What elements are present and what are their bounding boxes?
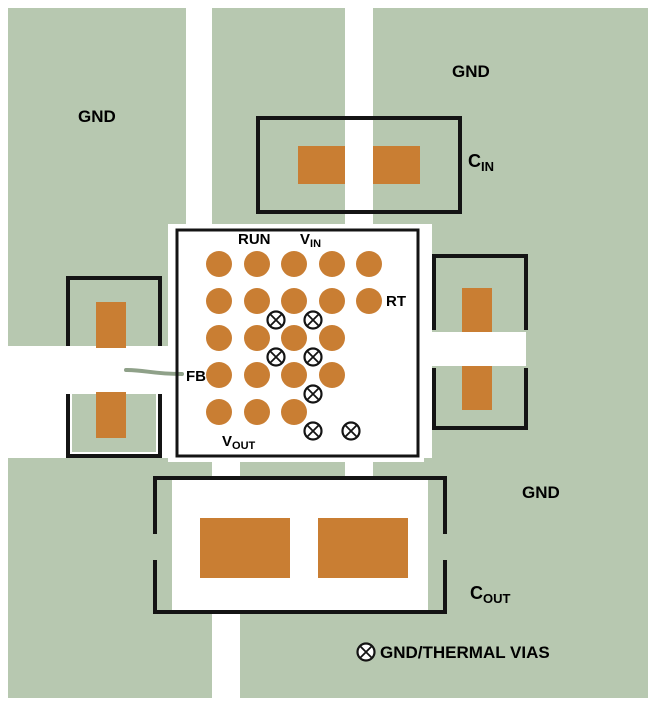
right-horizontal-channel: [416, 332, 526, 366]
gnd-via-icon: [303, 347, 323, 367]
ic-pad: [206, 399, 232, 425]
cout-outline-bottom: [153, 560, 447, 614]
left-component-outline-top: [66, 276, 162, 346]
legend-text: GND/THERMAL VIAS: [380, 643, 550, 662]
ic-pad: [244, 362, 270, 388]
copper-pads: [96, 146, 492, 578]
fb-trace: [124, 368, 184, 376]
ic-pad: [206, 251, 232, 277]
ic-pad: [244, 251, 270, 277]
gnd-pour-top-left: [8, 8, 186, 346]
gnd-via-icon: [303, 384, 323, 404]
ic-pad: [281, 325, 307, 351]
cin-label: CIN: [468, 151, 494, 174]
gnd-label-right: GND: [522, 483, 560, 502]
left-component-pad-bottom: [96, 392, 126, 438]
cin-pad-right: [373, 146, 420, 184]
ic-pad: [356, 251, 382, 277]
gnd-via-icon: [303, 310, 323, 330]
ic-outline: [175, 228, 420, 458]
gnd-via-icon: [266, 347, 286, 367]
bottom-vertical-channel: [212, 610, 240, 698]
cout-pad-left: [200, 518, 290, 578]
ic-pad-grid: [206, 251, 382, 425]
ic-pad: [244, 325, 270, 351]
ic-pad: [206, 325, 232, 351]
ic-pad: [319, 288, 345, 314]
cout-label: COUT: [470, 583, 511, 606]
gnd-via-icon: [303, 421, 323, 441]
gnd-via-icon: [266, 310, 286, 330]
ic-pad: [281, 288, 307, 314]
vout-pin-label: VOUT: [222, 433, 256, 452]
left-component-pad-top: [96, 302, 126, 348]
cin-outline: [256, 116, 462, 214]
ic-pad: [319, 325, 345, 351]
rt-pin-label: RT: [386, 293, 406, 310]
run-pin-label: RUN: [238, 231, 271, 248]
component-outlines: [66, 116, 528, 614]
legend: GND/THERMAL VIAS: [356, 642, 550, 662]
ic-pad: [281, 362, 307, 388]
cout-pad-right: [318, 518, 408, 578]
ic-pad: [244, 288, 270, 314]
right-component-pad-bottom: [462, 366, 492, 410]
gnd-label-top-right: GND: [452, 62, 490, 81]
right-component-outline-top: [432, 254, 528, 330]
gnd-via-icon: [341, 421, 361, 441]
right-component-pad-top: [462, 288, 492, 332]
ic-pad: [356, 288, 382, 314]
labels: GND GND GND CIN COUT RUN VIN RT FB VOUT: [78, 62, 560, 606]
ic-pad: [319, 362, 345, 388]
cin-pad-left: [298, 146, 345, 184]
vin-pin-label: VIN: [300, 231, 321, 250]
ic-pad: [281, 399, 307, 425]
fb-pin-label: FB: [186, 368, 206, 385]
ic-pad: [206, 288, 232, 314]
ic-pad: [319, 251, 345, 277]
left-component-outline-bottom: [66, 394, 162, 458]
gnd-via-legend-icon: [356, 642, 376, 662]
ic-pad: [206, 362, 232, 388]
right-component-outline-bottom: [432, 368, 528, 430]
ic-pad: [244, 399, 270, 425]
gnd-label-top-left: GND: [78, 107, 116, 126]
ic-pad: [281, 251, 307, 277]
cout-outline-top: [153, 476, 447, 534]
